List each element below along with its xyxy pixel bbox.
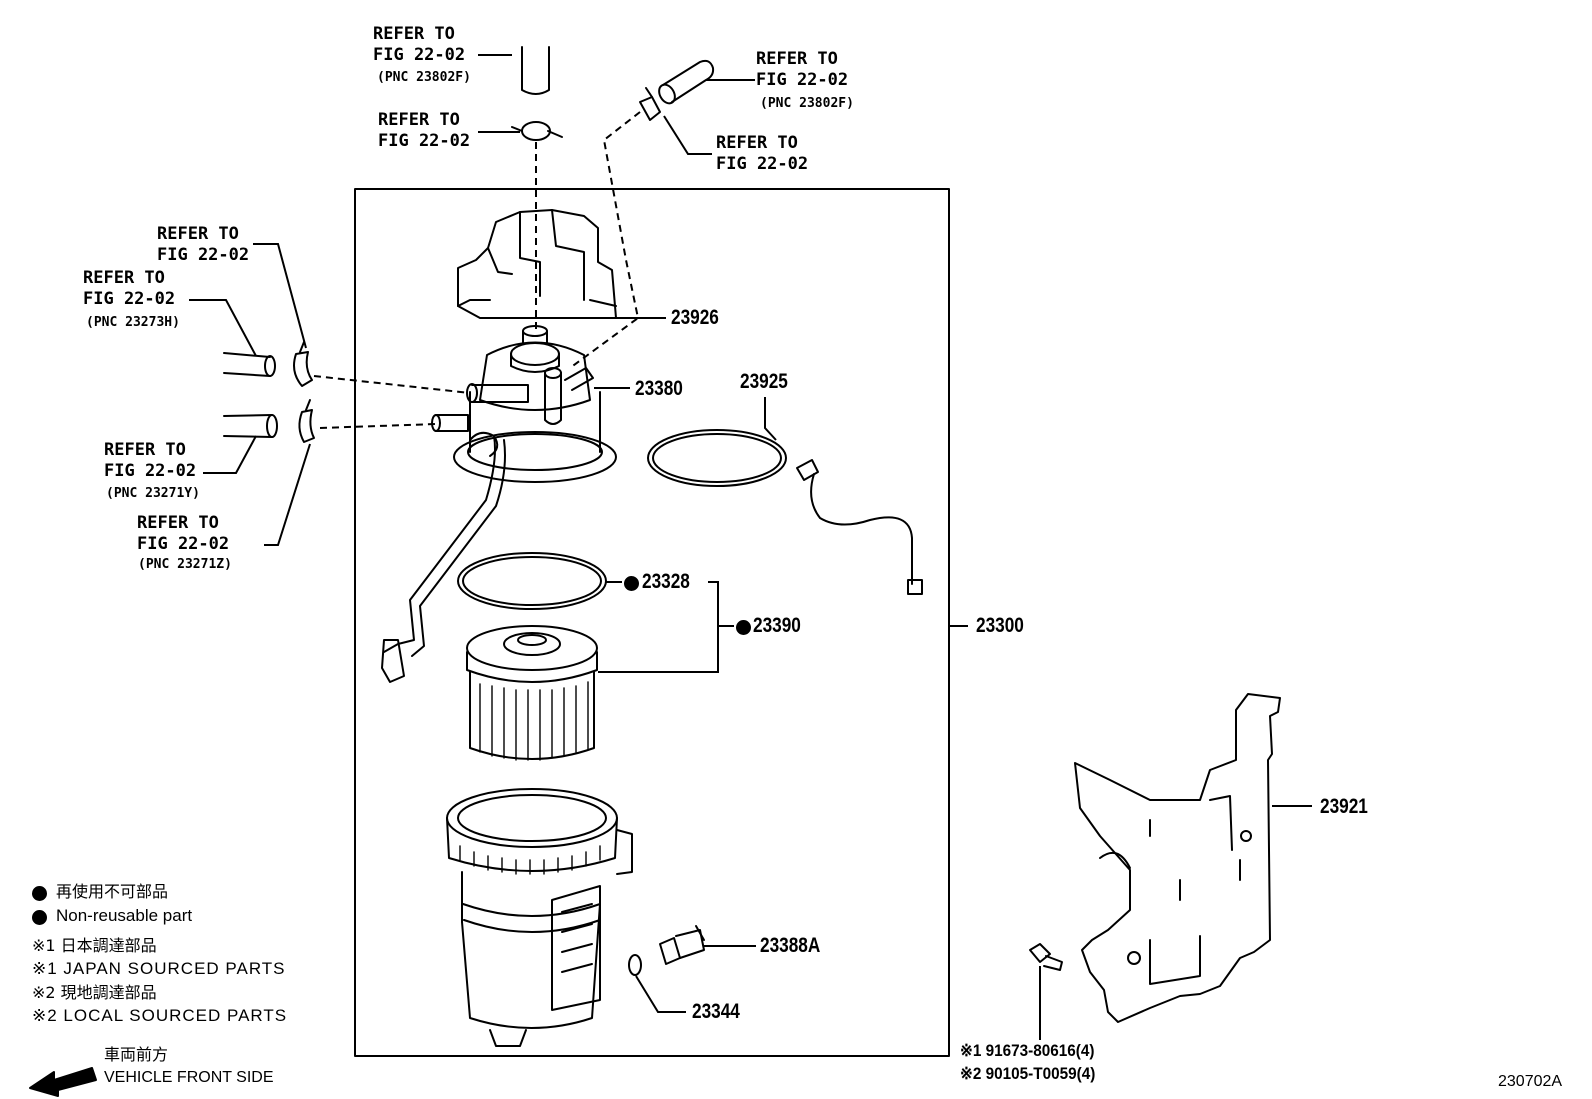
bracket-23921-icon	[1074, 693, 1281, 1023]
leader-23925	[764, 397, 777, 441]
oring-23344-icon	[628, 954, 642, 976]
refer-to-text: REFER TO	[373, 24, 455, 44]
refer-to-text: REFER TO	[157, 224, 239, 244]
clamp-left-upper-icon	[293, 341, 313, 387]
leader-clamp-right	[663, 115, 712, 155]
part-number-23388A[interactable]: 23388A	[760, 934, 821, 957]
hose-left-upper-icon	[223, 352, 276, 377]
dash-left-lower	[319, 423, 437, 429]
refer-to-text: REFER TO	[83, 268, 165, 288]
oring-23925-icon	[647, 429, 923, 595]
refer-label-hose-left-upper: REFER TO FIG 22-02	[83, 268, 175, 310]
part-number-23328[interactable]: 23328	[642, 570, 690, 593]
leader-hose-left-lower	[203, 435, 257, 474]
legend-non-reusable-jp: 再使用不可部品	[56, 882, 169, 901]
fig-ref-link[interactable]: FIG 22-02	[83, 289, 176, 309]
cover-23926-icon	[457, 209, 617, 319]
refer-to-text: REFER TO	[104, 440, 186, 460]
leader-23344	[635, 975, 686, 1013]
pnc-hose-left-bottom: (PNC 23271Z)	[138, 557, 232, 572]
part-number-23344[interactable]: 23344	[692, 1000, 740, 1023]
part-number-23380[interactable]: 23380	[635, 377, 683, 400]
bolt-number-japan[interactable]: ※1 91673-80616(4)	[960, 1041, 1095, 1060]
refer-to-text: REFER TO	[378, 110, 460, 130]
refer-label-clamp-right: REFER TO FIG 22-02	[716, 133, 808, 175]
part-number-23300[interactable]: 23300	[976, 614, 1024, 637]
pnc-hose-left-upper: (PNC 23273H)	[86, 315, 180, 330]
fig-ref-link[interactable]: FIG 22-02	[157, 245, 250, 265]
fig-ref-link[interactable]: FIG 22-02	[137, 534, 230, 554]
fig-ref-link[interactable]: FIG 22-02	[378, 131, 471, 151]
legend-japan-jp: ※1 日本調達部品	[32, 936, 157, 955]
refer-to-text: REFER TO	[756, 49, 838, 69]
non-reusable-bullet-icon	[736, 620, 751, 635]
refer-to-text: REFER TO	[137, 513, 219, 533]
part-number-23925[interactable]: 23925	[740, 370, 788, 393]
refer-to-text: REFER TO	[716, 133, 798, 153]
hose-right-icon	[658, 59, 715, 105]
non-reusable-bullet-icon	[624, 576, 639, 591]
legend-local-jp: ※2 現地調達部品	[32, 983, 157, 1002]
fig-ref-link[interactable]: FIG 22-02	[104, 461, 197, 481]
leader-23328-bracket	[598, 581, 719, 673]
fig-ref-link[interactable]: FIG 22-02	[373, 45, 466, 65]
dash-right-route	[569, 111, 641, 369]
leader-clamp-left-lower	[264, 443, 311, 546]
clamp-top-icon	[511, 121, 563, 141]
bolt-icon	[1029, 943, 1063, 971]
pnc-hose-top: (PNC 23802F)	[377, 70, 471, 85]
head-23380-icon	[381, 325, 617, 683]
hose-left-lower-icon	[223, 414, 278, 438]
oring-23328-icon	[457, 552, 607, 610]
leader-hose-left-upper	[189, 299, 257, 357]
vehicle-front-arrow-icon	[29, 1067, 97, 1097]
legend-japan-en: ※1 JAPAN SOURCED PARTS	[32, 959, 286, 978]
part-number-23926[interactable]: 23926	[671, 306, 719, 329]
dash-left-upper	[313, 375, 471, 394]
leader-clamp-left-upper	[253, 243, 307, 349]
clamp-right-icon	[639, 87, 661, 121]
pnc-hose-left-lower: (PNC 23271Y)	[106, 486, 200, 501]
clamp-left-lower-icon	[298, 399, 315, 443]
bowl-case-icon	[446, 788, 633, 1047]
legend-non-reusable-en: Non-reusable part	[56, 906, 193, 925]
part-number-23921[interactable]: 23921	[1320, 795, 1368, 818]
fig-ref-link[interactable]: FIG 22-02	[716, 154, 809, 174]
refer-label-hose-left-lower: REFER TO FIG 22-02	[104, 440, 196, 482]
drain-plug-23388A-icon	[659, 925, 705, 965]
pnc-hose-right: (PNC 23802F)	[760, 96, 854, 111]
bolt-number-local[interactable]: ※2 90105-T0059(4)	[960, 1064, 1096, 1083]
part-number-23390[interactable]: 23390	[753, 614, 801, 637]
fig-ref-link[interactable]: FIG 22-02	[756, 70, 849, 90]
diagram-code: 230702A	[1498, 1073, 1563, 1090]
legend-bullet-icon	[32, 910, 47, 925]
refer-label-clamp-top: REFER TO FIG 22-02	[378, 110, 470, 152]
refer-label-hose-right: REFER TO FIG 22-02	[756, 49, 848, 91]
vehicle-front-jp: 車両前方	[104, 1045, 169, 1064]
legend-local-en: ※2 LOCAL SOURCED PARTS	[32, 1006, 288, 1025]
hose-top-icon	[521, 46, 550, 95]
refer-label-clamp-left-lower: REFER TO FIG 22-02	[137, 513, 229, 555]
refer-label-hose-top: REFER TO FIG 22-02	[373, 24, 465, 66]
element-23390-icon	[466, 625, 598, 761]
legend-bullet-icon	[32, 886, 47, 901]
vehicle-front-en: VEHICLE FRONT SIDE	[104, 1069, 274, 1086]
assembly-frame	[354, 188, 950, 1057]
refer-label-clamp-left-upper: REFER TO FIG 22-02	[157, 224, 249, 266]
